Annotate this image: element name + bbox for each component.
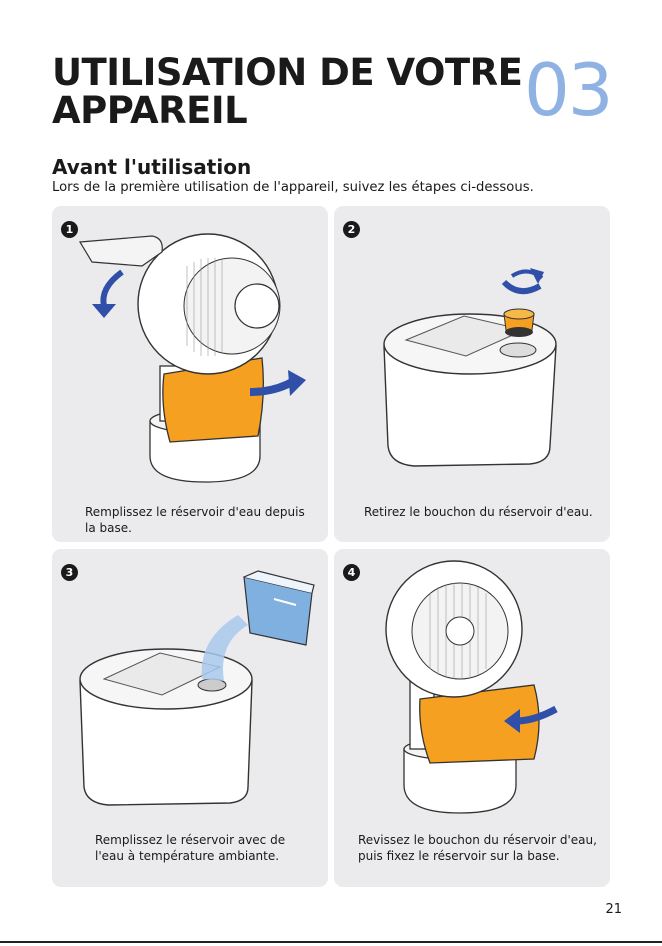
step-number-1: 1: [61, 221, 78, 238]
page-number: 21: [605, 902, 622, 917]
step-number-4: 4: [343, 564, 360, 581]
title-line-1: UTILISATION DE VOTRE: [52, 51, 523, 94]
fill-with-water-illustration: [79, 570, 315, 806]
page-title: UTILISATION DE VOTRE APPAREIL: [52, 51, 523, 132]
step-caption-3: Remplissez le réservoir avec de l'eau à …: [95, 833, 286, 863]
step-caption-2: Retirez le bouchon du réservoir d'eau.: [364, 505, 593, 519]
reinstall-tank-illustration: [385, 560, 558, 814]
step-card-3: 3 Remplissez le réservoir avec de l'eau …: [52, 549, 328, 887]
section-intro: Lors de la première utilisation de l'app…: [52, 180, 534, 195]
footer-rule: [0, 941, 662, 943]
chapter-number: 03: [524, 48, 614, 132]
step-card-4: 4 Revissez le bouchon du réservoir d'eau…: [334, 549, 610, 887]
section-subtitle: Avant l'utilisation: [52, 155, 252, 179]
step-card-2: 2 Retirez le bouchon du réservoir d'eau.: [334, 206, 610, 542]
title-line-2: APPAREIL: [52, 89, 248, 132]
step-caption-1: Remplissez le réservoir d'eau depuis la …: [85, 505, 305, 535]
fill-tank-from-base-illustration: [78, 233, 306, 483]
step-caption-4: Revissez le bouchon du réservoir d'eau, …: [358, 833, 597, 863]
step-number-3: 3: [61, 564, 78, 581]
step-number-2: 2: [343, 221, 360, 238]
step-card-1: 1 Remplissez le réservoir d'eau depuis l…: [52, 206, 328, 542]
remove-tank-cap-illustration: [383, 268, 557, 467]
